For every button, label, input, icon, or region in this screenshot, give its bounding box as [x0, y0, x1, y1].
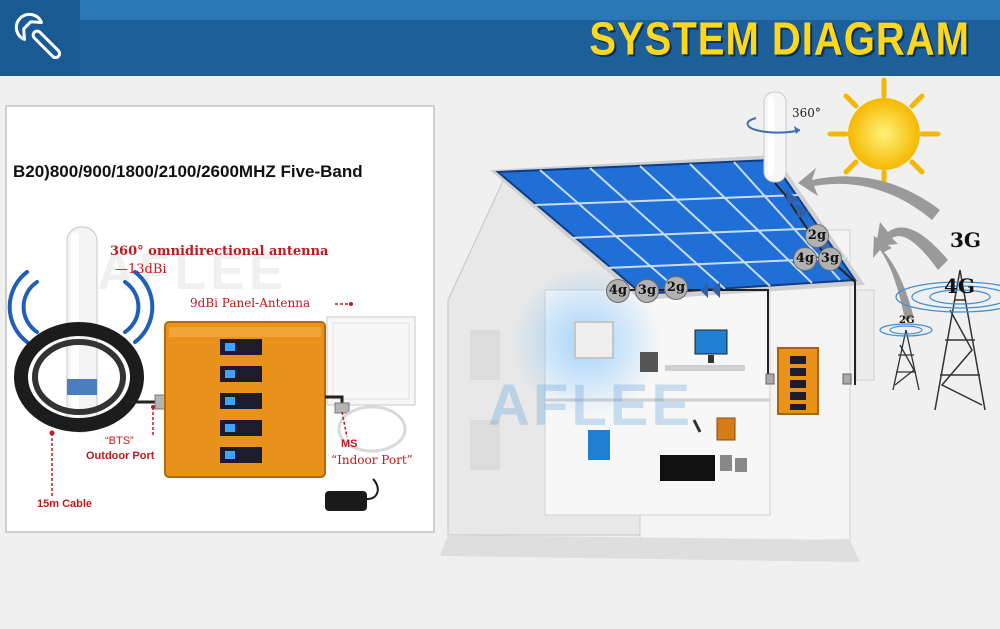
cable-label: 15m Cable [37, 498, 93, 510]
tower-4g-icon [934, 269, 986, 411]
header-bar: SYSTEM DIAGRAM [0, 0, 1000, 76]
rooftop-antenna-icon [746, 91, 801, 183]
wrench-icon [14, 12, 62, 60]
indoor-panel-antenna-icon [574, 321, 614, 359]
brand-watermark: AFLEE [97, 243, 288, 301]
header-highlight [0, 0, 1000, 20]
panel-antenna-label: 9dBi Panel-Antenna [190, 296, 311, 310]
computer-icon [640, 329, 745, 372]
booster-device [164, 321, 326, 478]
house-watermark: AFLEE [488, 373, 693, 438]
indoor-badge-3g: 3g [635, 279, 659, 303]
panel-antenna-icon [326, 316, 416, 406]
tower-2g-waves [879, 323, 933, 337]
house-booster-device [777, 347, 819, 415]
rotation-label: 360° [792, 106, 821, 120]
band-title: B20)800/900/1800/2100/2600MHZ Five-Band [13, 162, 363, 181]
indoor-port-label: “Indoor Port” [331, 453, 413, 467]
ms-label: MS [341, 438, 358, 450]
solar-system-equipment [588, 417, 747, 481]
indoor-badge-2g: 2g [664, 276, 688, 300]
wrench-icon-box [0, 0, 80, 76]
roof-badge-4g: 4g [793, 247, 817, 271]
tower-4g-waves [895, 281, 1000, 313]
tower-2g-icon [892, 329, 920, 391]
product-illustration [7, 226, 416, 511]
roof-badge-2g: 2g [805, 224, 829, 248]
power-adapter-icon [325, 478, 379, 511]
sun-icon [827, 77, 941, 191]
signal-arrows [798, 168, 948, 320]
tower-2g-label: 2G [899, 315, 915, 326]
roof-direction-arrows [700, 190, 810, 298]
signal-waves-icon [7, 270, 155, 344]
omni-gain-label: —13dBi [115, 262, 167, 277]
page-title: SYSTEM DIAGRAM [589, 14, 970, 65]
roof-badge-3g: 3g [818, 247, 842, 271]
indoor-badge-4g: 4g [606, 279, 630, 303]
tower-4g-label: 4G [944, 274, 975, 298]
omni-antenna-label: 360° omnidirectional antenna [110, 244, 329, 259]
outdoor-port-label: Outdoor Port [86, 450, 155, 462]
tower-3g-label: 3G [950, 228, 981, 252]
product-panel: AFLEE [5, 105, 435, 533]
cable-coil-icon [14, 322, 144, 432]
roof [490, 155, 865, 300]
bts-label: “BTS” [105, 435, 134, 447]
